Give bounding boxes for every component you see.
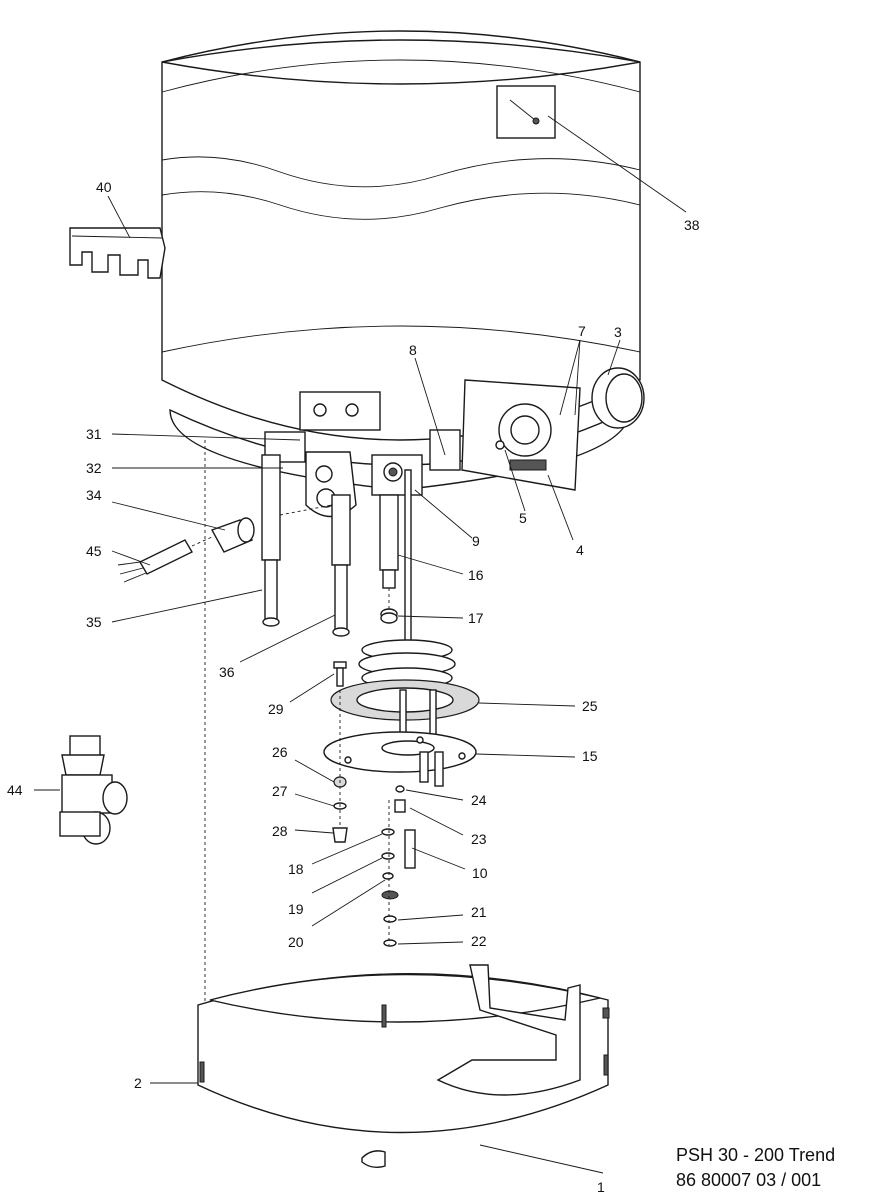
bottom-cover [197, 964, 610, 1169]
callout-9: 9 [472, 533, 480, 549]
callout-7: 7 [578, 323, 586, 339]
wall-bracket [69, 227, 166, 279]
callout-labels: 1 2 3 4 5 7 8 9 10 15 16 17 18 19 20 21 … [7, 179, 700, 1195]
callout-22: 22 [471, 933, 487, 949]
callout-31: 31 [86, 426, 102, 442]
callout-1: 1 [597, 1179, 605, 1195]
callout-45: 45 [86, 543, 102, 559]
callout-10: 10 [472, 865, 488, 881]
callout-29: 29 [268, 701, 284, 717]
callout-18: 18 [288, 861, 304, 877]
callout-35: 35 [86, 614, 102, 630]
callout-20: 20 [288, 934, 304, 950]
callout-44: 44 [7, 782, 23, 798]
callout-8: 8 [409, 342, 417, 358]
pipes [261, 454, 412, 661]
thermostat-cover-plate [461, 379, 581, 491]
callout-38: 38 [684, 217, 700, 233]
thermostat-knob [591, 367, 645, 429]
thermostat-assembly [371, 429, 461, 496]
callout-36: 36 [219, 664, 235, 680]
callout-25: 25 [582, 698, 598, 714]
callout-5: 5 [519, 510, 527, 526]
model-number: 86 80007 03 / 001 [676, 1170, 822, 1190]
callout-40: 40 [96, 179, 112, 195]
callout-27: 27 [272, 783, 288, 799]
callout-3: 3 [614, 324, 622, 340]
flange-gasket [330, 679, 480, 736]
callout-16: 16 [468, 567, 484, 583]
callout-19: 19 [288, 901, 304, 917]
safety-valve [59, 735, 128, 845]
callout-28: 28 [272, 823, 288, 839]
callout-4: 4 [576, 542, 584, 558]
callout-26: 26 [272, 744, 288, 760]
model-name: PSH 30 - 200 Trend [676, 1145, 836, 1165]
seal-ring [380, 608, 398, 624]
callout-34: 34 [86, 487, 102, 503]
callout-2: 2 [134, 1075, 142, 1091]
callout-15: 15 [582, 748, 598, 764]
callout-17: 17 [468, 610, 484, 626]
callout-23: 23 [471, 831, 487, 847]
thermometer-window [496, 85, 556, 139]
heating-flange [323, 731, 477, 787]
anode-plug-and-tool [117, 517, 255, 583]
callout-32: 32 [86, 460, 102, 476]
callout-24: 24 [471, 792, 487, 808]
leader-lines [34, 115, 687, 1174]
callout-21: 21 [471, 904, 487, 920]
